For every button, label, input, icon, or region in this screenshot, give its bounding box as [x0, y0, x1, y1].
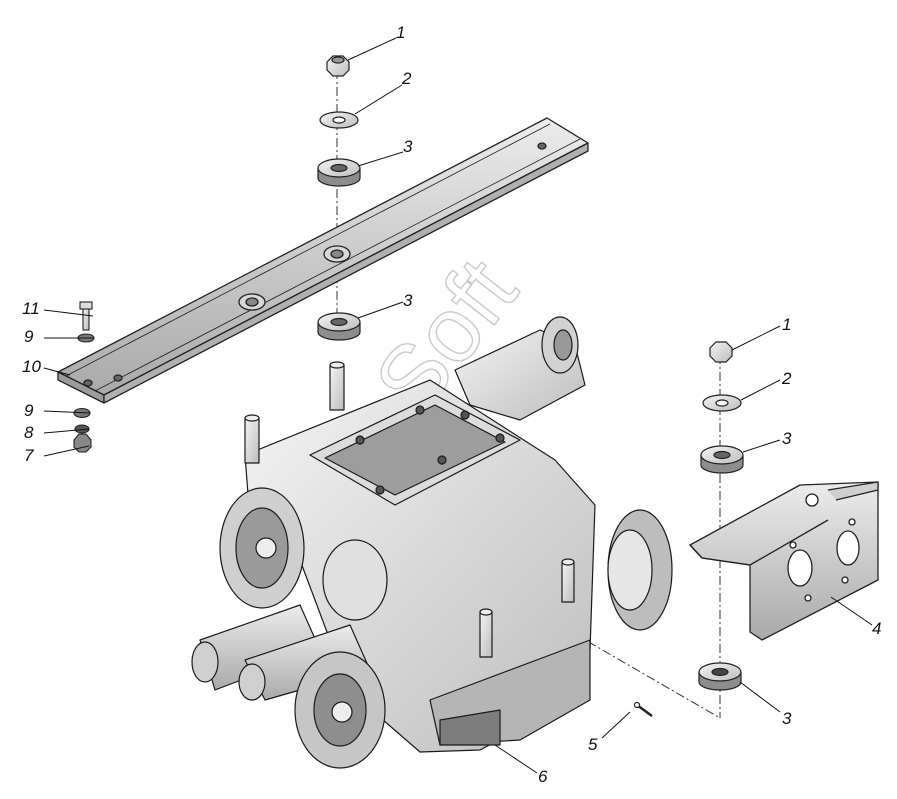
callout-10: 10 [22, 357, 41, 376]
cotter-pin [633, 701, 653, 718]
callout-2-right: 2 [781, 369, 792, 388]
callout-3-mid: 3 [403, 291, 413, 310]
callout-11: 11 [22, 299, 40, 318]
mounting-bracket [689, 481, 879, 641]
rubber-cushion-top [317, 158, 361, 187]
nut [73, 433, 92, 453]
callout-3-right: 3 [782, 429, 792, 448]
castle-nut-top [326, 55, 350, 77]
bolt [79, 301, 93, 331]
callout-9-lower: 9 [24, 401, 34, 420]
left-fasteners [73, 301, 95, 453]
washer-right [702, 394, 742, 412]
washer-top [319, 111, 359, 129]
callout-9-upper: 9 [24, 327, 34, 346]
castle-nut-right [709, 341, 733, 363]
callout-1-right: 1 [782, 315, 791, 334]
transfer-case [191, 316, 673, 769]
callout-6: 6 [538, 767, 548, 786]
callout-1-top: 1 [396, 23, 405, 42]
callout-7: 7 [24, 446, 34, 465]
callout-2-top: 2 [401, 69, 412, 88]
top-fastener-stack [317, 55, 361, 341]
callout-4: 4 [872, 619, 881, 638]
frame-cross-member [57, 117, 589, 404]
leader-lines [43, 37, 873, 774]
right-fastener-stack [698, 341, 744, 691]
callout-5: 5 [588, 735, 598, 754]
rubber-cushion-bottom [698, 662, 742, 691]
callout-3-top: 3 [403, 137, 413, 156]
rubber-cushion-right [700, 445, 744, 474]
callout-8: 8 [24, 423, 34, 442]
callout-labels: 1 2 3 3 11 9 10 9 8 7 1 2 3 4 3 5 6 [22, 23, 881, 786]
rubber-cushion-mid [317, 312, 361, 341]
callout-3-bottom: 3 [782, 709, 792, 728]
